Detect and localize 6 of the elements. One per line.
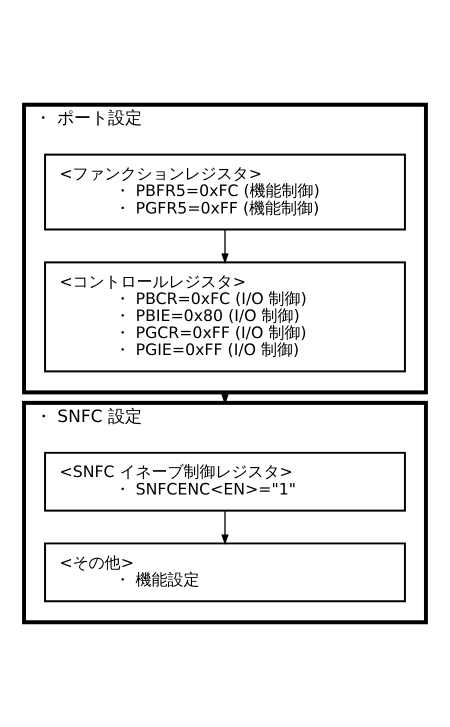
arrow: [221, 230, 229, 264]
node-box: <コントロールレジスタ> ・ PBCR=0xFC (I/O 制御) ・ PBIE=0x80 (I/O 制御) ・ PGCR=0xFF (I/O 制御) ・ PGIE=0xFF (I/O 制御): [44, 261, 406, 372]
node-box: <SNFC イネーブ制御レジスタ> ・ SNFCENC<EN>="1": [44, 452, 406, 512]
arrow: [221, 510, 229, 546]
node-box: <ファンクションレジスタ> ・ PBFR5=0xFC (機能制御) ・ PGFR5=0xFF (機能制御): [44, 154, 406, 231]
node-box: <その他> ・ 機能設定: [44, 542, 406, 602]
